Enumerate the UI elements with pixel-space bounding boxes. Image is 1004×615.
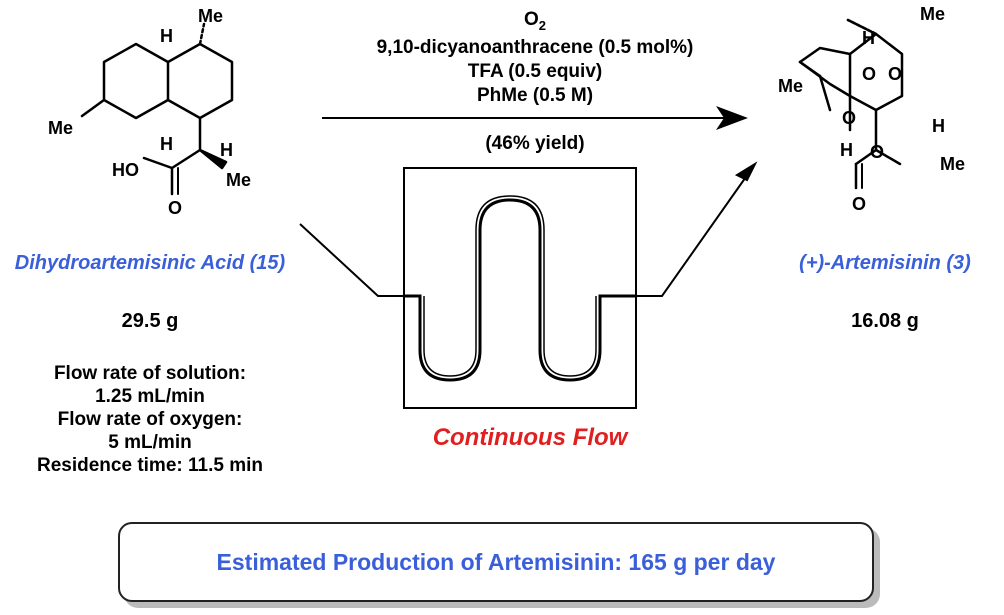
flow-reactor <box>299 161 758 409</box>
condition-line: Residence time: 11.5 min <box>37 455 263 476</box>
product-mass: 16.08 g <box>851 310 919 332</box>
reactant-me-left: Me <box>48 118 73 138</box>
reactant-h-side: H <box>220 140 233 160</box>
acid-label: TFA (0.5 equiv) <box>467 61 603 82</box>
product-h-top: H <box>862 28 875 48</box>
solvent-label: PhMe (0.5 M) <box>476 85 594 106</box>
reactant-me-side: Me <box>226 170 251 190</box>
reactant-h-top: H <box>160 26 173 46</box>
product-o-carbonyl: O <box>852 194 866 214</box>
product-me-left: Me <box>778 76 803 96</box>
production-banner-text: Estimated Production of Artemisinin: 165… <box>216 548 776 575</box>
conditions-block: Flow rate of solution: 1.25 mL/min Flow … <box>0 362 300 477</box>
condition-line: 5 mL/min <box>108 432 192 453</box>
reactant-me-top: Me <box>198 6 223 26</box>
reactant-o-carbonyl: O <box>168 198 182 218</box>
product-o4: O <box>870 142 884 162</box>
reactant-h-ring: H <box>160 134 173 154</box>
product-name: (+)-Artemisinin (3) <box>799 252 971 274</box>
product-o2: O <box>888 64 902 84</box>
oxidant-label: O2 <box>523 9 546 33</box>
reaction-arrowhead <box>716 106 748 130</box>
product-h-left: H <box>840 140 853 160</box>
product-me-top: Me <box>920 4 945 24</box>
reactant-name: Dihydroartemisinic Acid (15) <box>14 252 286 274</box>
sensitizer-label: 9,10-dicyanoanthracene (0.5 mol%) <box>376 37 694 58</box>
product-o1: O <box>862 64 876 84</box>
product-o3: O <box>842 108 856 128</box>
reaction-scheme: Me H Me H H HO Me O Me H Me O O O H H O … <box>48 4 965 409</box>
condition-line: Flow rate of oxygen: <box>57 409 243 430</box>
condition-line: Flow rate of solution: <box>53 363 247 384</box>
reactant-mass: 29.5 g <box>121 310 179 332</box>
product-structure <box>798 18 904 190</box>
continuous-flow-label: Continuous Flow <box>432 424 628 451</box>
product-me-right: Me <box>940 154 965 174</box>
product-h-ring: H <box>932 116 945 136</box>
reactant-ho: HO <box>112 160 139 180</box>
condition-line: 1.25 mL/min <box>95 386 205 407</box>
yield-label: (46% yield) <box>485 133 585 154</box>
production-banner: Estimated Production of Artemisinin: 165… <box>118 522 874 602</box>
reactant-structure <box>80 22 234 196</box>
